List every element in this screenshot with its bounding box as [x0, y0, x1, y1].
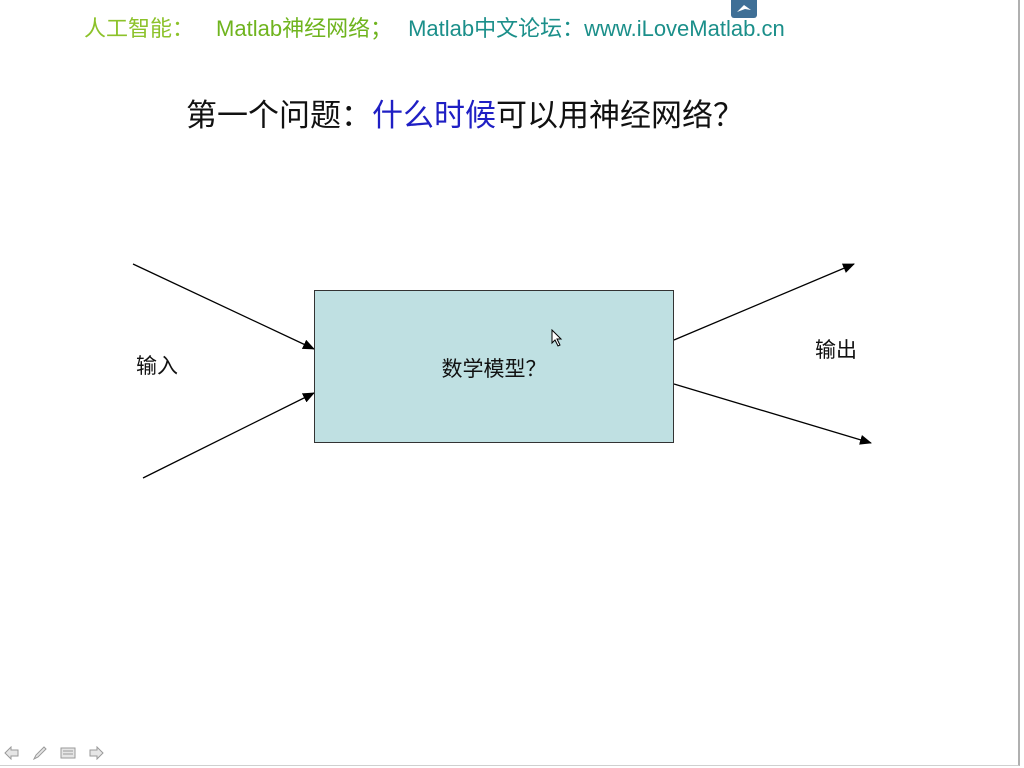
input-arrow-bottom: [142, 392, 315, 479]
header-banner: 人工智能：Matlab 神经网络；Matlab 中文论坛：www.iLoveMa…: [84, 14, 785, 44]
header-forum-name-latin: Matlab: [216, 16, 283, 41]
title-suffix: 可以用神经网络？: [496, 98, 744, 134]
cursor-icon: [551, 328, 563, 351]
header-topic: 人工智能：: [84, 17, 195, 42]
model-box: [314, 290, 674, 443]
nav-next-icon[interactable]: [88, 745, 104, 764]
output-arrow-top: [673, 263, 855, 341]
output-arrow-bottom: [673, 383, 872, 445]
output-label: 输出: [815, 338, 857, 362]
header-forum-latin: Matlab: [408, 16, 475, 41]
input-label: 输入: [136, 354, 178, 378]
header-forum-cjk: 中文论坛：: [474, 17, 585, 42]
page-title: 第一个问题：什么时候可以用神经网络？: [186, 96, 744, 136]
input-arrow-top: [132, 263, 315, 350]
header-url[interactable]: www.iLoveMatlab.cn: [584, 16, 785, 41]
title-prefix: 第一个问题：: [186, 98, 372, 134]
logo-icon: [731, 0, 757, 18]
model-label: 数学模型？: [441, 357, 547, 381]
nav-pen-icon[interactable]: [32, 745, 48, 764]
title-highlight: 什么时候: [372, 98, 496, 134]
header-forum-name-cjk: 神经网络；: [282, 17, 393, 42]
nav-menu-icon[interactable]: [60, 745, 76, 764]
nav-prev-icon[interactable]: [4, 745, 20, 764]
